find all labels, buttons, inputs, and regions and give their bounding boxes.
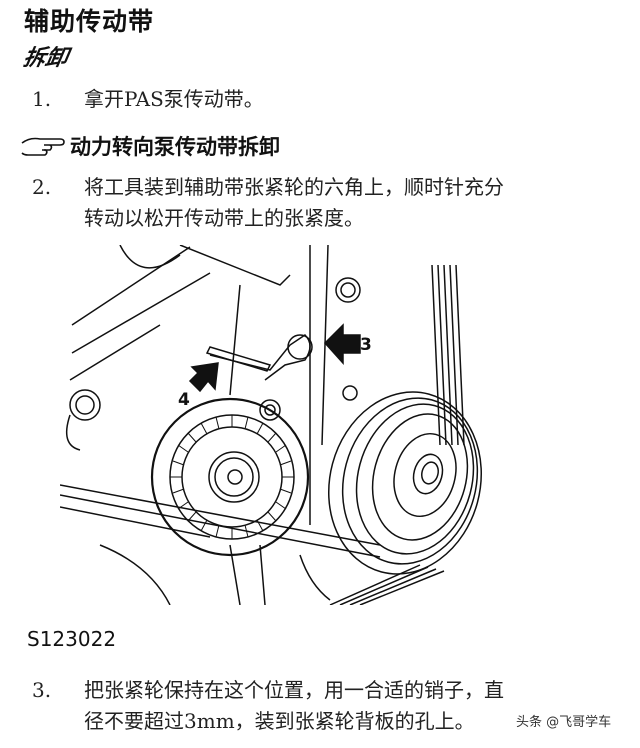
step-number: 2. <box>32 175 52 199</box>
page-title: 辅助传动带 <box>24 7 155 36</box>
callout-3: 3 <box>360 335 372 355</box>
step-text-line: 将工具装到辅助带张紧轮的六角上，顺时针充分 <box>84 175 504 199</box>
step-number: 1. <box>32 87 52 111</box>
step-text-line: 把张紧轮保持在这个位置，用一合适的销子，直 <box>84 678 504 702</box>
step-3: 3. 把张紧轮保持在这个位置，用一合适的销子，直 径不要超过3mm，装到张紧轮背… <box>32 675 504 737</box>
figure-code: S123022 <box>27 627 117 651</box>
step-number: 3. <box>32 678 52 702</box>
step-2: 2. 将工具装到辅助带张紧轮的六角上，顺时针充分 转动以松开传动带上的张紧度。 <box>32 172 504 234</box>
pointing-hand-icon <box>21 137 65 156</box>
procedure-heading-text: 动力转向泵传动带拆卸 <box>70 135 280 159</box>
callout-4: 4 <box>178 390 190 410</box>
procedure-heading: 动力转向泵传动带拆卸 <box>20 131 280 161</box>
section-subtitle: 拆卸 <box>21 46 70 71</box>
watermark: 头条 @飞哥学车 <box>513 710 615 731</box>
step-text-line: 径不要超过3mm，装到张紧轮背板的孔上。 <box>84 709 475 733</box>
step-text-line: 拿开PAS泵传动带。 <box>84 87 264 111</box>
belt-tensioner-diagram: 3 4 <box>59 244 500 606</box>
step-1: 1. 拿开PAS泵传动带。 <box>32 84 264 115</box>
step-text-line: 转动以松开传动带上的张紧度。 <box>84 206 364 230</box>
